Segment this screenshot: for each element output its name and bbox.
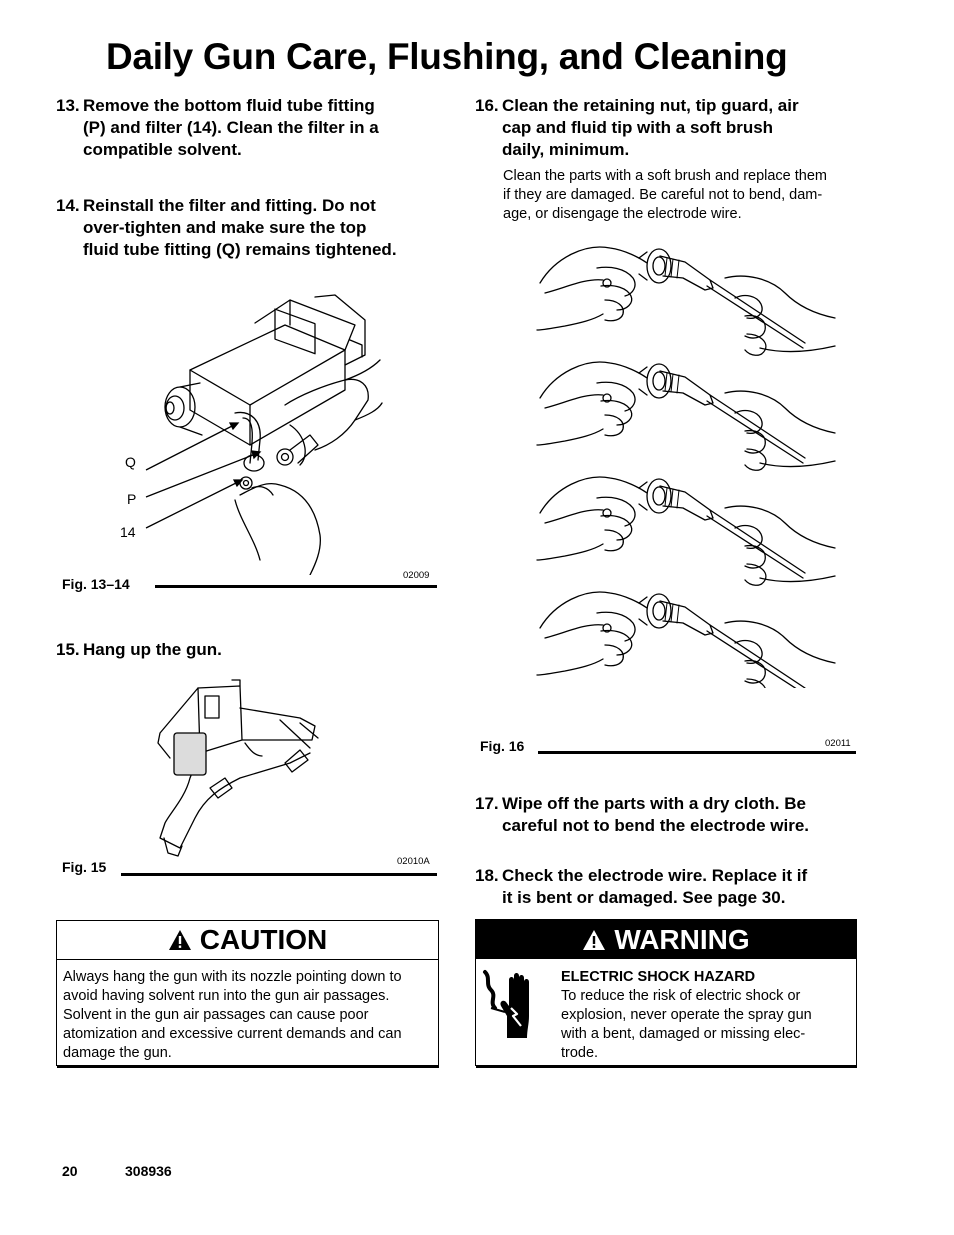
warning-hazard-title: ELECTRIC SHOCK HAZARD [561,969,756,985]
step-line: Reinstall the filter and fitting. Do not [83,196,376,215]
step-14: 14. Reinstall the filter and fitting. Do… [56,195,456,265]
box-shadow-rule [476,1066,857,1068]
caution-line: damage the gun. [63,1045,172,1061]
figure-15-illustration [150,678,330,858]
label-q: Q [125,454,136,470]
callout-leaders [145,422,262,529]
warning-box: WARNING ELECTRIC SHOCK HAZARD To reduce … [475,919,857,1068]
step-line: compatible solvent. [83,140,242,159]
step-line: Clean the retaining nut, tip guard, air [502,96,799,115]
step-17: 17. Wipe off the parts with a dry cloth.… [475,793,895,839]
figure-caption: Fig. 16 [480,738,525,754]
warning-line: with a bent, damaged or missing elec- [561,1026,806,1042]
step-number: 17. [475,794,499,813]
electric-shock-hand-icon [483,970,529,1038]
figure-number: 02009 [403,570,430,581]
step-line: careful not to bend the electrode wire. [502,816,809,835]
step-line: Remove the bottom fluid tube fitting [83,96,375,115]
step-line: daily, minimum. [502,140,630,159]
body-line: Clean the parts with a soft brush and re… [503,168,828,184]
figure-16-illustration [535,238,855,688]
page-title: Daily Gun Care, Flushing, and Cleaning [106,36,788,77]
warning-line: trode. [561,1045,599,1061]
warning-heading: WARNING [614,923,750,955]
figure-caption: Fig. 13–14 [62,576,130,592]
step-line: fluid tube fitting (Q) remains tightened… [83,240,397,259]
step-line: (P) and filter (14). Clean the filter in… [83,118,379,137]
figure-rule [121,873,437,876]
step-number: 13. [56,96,80,115]
document-number: 308936 [125,1163,172,1179]
label-p: P [127,491,137,507]
caution-text: Always hang the gun with its nozzle poin… [63,968,402,1063]
warning-line: To reduce the risk of electric shock or [561,988,801,1004]
box-shadow-rule [57,1066,439,1068]
step-line: Check the electrode wire. Replace it if [502,866,808,885]
caution-box: CAUTION Always hang the gun with its noz… [56,920,439,1068]
step-line: Hang up the gun. [83,640,222,659]
step-number: 15. [56,640,80,659]
caution-line: Solvent in the gun air passages can caus… [63,1007,369,1023]
figure-number: 02010A [397,856,430,867]
step-number: 18. [475,866,499,885]
step-line: it is bent or damaged. See page 30. [502,888,786,907]
page-number: 20 [62,1163,78,1179]
figure-number: 02011 [825,738,851,749]
step-number: 16. [475,96,499,115]
warning-triangle-icon [168,930,191,950]
step-line: over-tighten and make sure the top [83,218,367,237]
figure-rule [155,585,437,588]
step-16-body: Clean the parts with a soft brush and re… [503,167,827,224]
warning-header: WARNING [476,920,856,959]
caution-line: avoid having solvent run into the gun ai… [63,988,390,1004]
figure-13-14-illustration [140,285,440,575]
figure-rule [538,751,856,754]
step-13: 13. Remove the bottom fluid tube fitting… [56,95,456,165]
warning-line: explosion, never operate the spray gun [561,1007,812,1023]
label-14: 14 [120,524,136,540]
step-number: 14. [56,196,80,215]
warning-triangle-icon [583,929,606,950]
caution-line: Always hang the gun with its nozzle poin… [63,969,402,985]
caution-heading: CAUTION [199,924,328,955]
step-16: 16. Clean the retaining nut, tip guard, … [475,95,895,165]
body-line: if they are damaged. Be careful not to b… [503,187,823,203]
figure-caption: Fig. 15 [62,859,107,875]
warning-text: ELECTRIC SHOCK HAZARD To reduce the risk… [561,968,812,1063]
step-18: 18. Check the electrode wire. Replace it… [475,865,895,911]
caution-header: CAUTION [57,921,438,960]
body-line: age, or disengage the electrode wire. [503,206,742,222]
step-line: cap and fluid tip with a soft brush [502,118,774,137]
step-15: 15. Hang up the gun. [56,639,456,663]
step-line: Wipe off the parts with a dry cloth. Be [502,794,806,813]
caution-line: atomization and excessive current demand… [63,1026,402,1042]
